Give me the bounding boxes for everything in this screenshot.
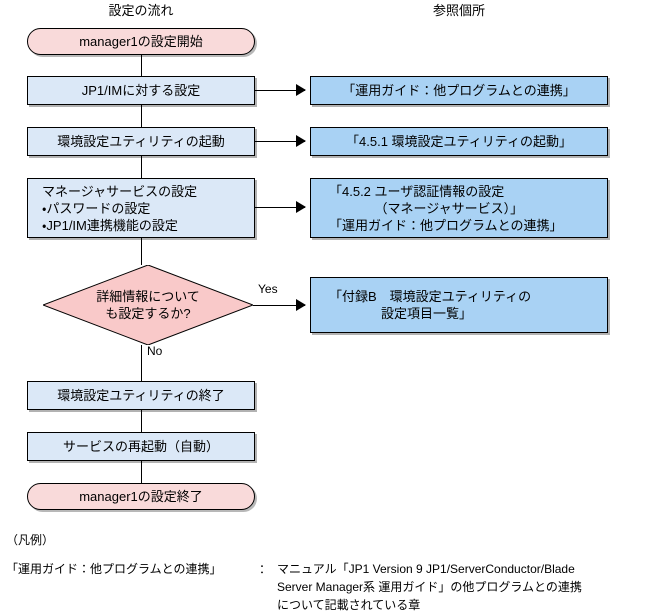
node-service-restart-label: サービスの再起動（自動） [62, 439, 219, 454]
node-manager-service[interactable]: マネージャサービスの設定 ・パスワードの設定 ・JP1/IM連携機能の設定 [27, 178, 255, 238]
legend-title: （凡例） [6, 533, 55, 547]
legend-description: マニュアル「JP1 Version 9 JP1/ServerConductor/… [277, 562, 582, 612]
column-heading-flow: 設定の流れ [108, 3, 174, 18]
branch-label-yes: Yes [258, 282, 278, 296]
ref-detail-link[interactable]: 「付録B 環境設定ユティリティの 設定項目一覧」 [310, 277, 608, 333]
node-start-label: manager1の設定開始 [79, 34, 203, 49]
arrowhead-manager-ref [296, 201, 306, 213]
arrowhead-util-ref [296, 135, 306, 147]
node-decision-detail[interactable]: 詳細情報について も設定するか? [43, 265, 253, 345]
node-utility-end[interactable]: 環境設定ユティリティの終了 [27, 381, 255, 410]
ref-jp1im-link-label: 「運用ガイド：他プログラムとの連携」 [342, 83, 576, 98]
node-utility-start-label: 環境設定ユティリティの起動 [57, 134, 225, 149]
arrowhead-jp1im-ref [296, 84, 306, 96]
connector-util-to-manager [141, 156, 142, 178]
ref-utility-start-link-label: 「4.5.1 環境設定ユティリティの起動」 [346, 134, 572, 149]
connector-decision-to-utilend [141, 345, 142, 381]
ref-jp1im-link[interactable]: 「運用ガイド：他プログラムとの連携」 [310, 76, 608, 105]
node-jp1im-setting[interactable]: JP1/IMに対する設定 [27, 76, 255, 105]
node-service-restart[interactable]: サービスの再起動（自動） [27, 432, 255, 461]
legend-term: 「運用ガイド：他プログラムとの連携」 [6, 562, 222, 576]
ref-manager-service-link[interactable]: 「4.5.2 ユーザ認証情報の設定 （マネージャサービス）」 「運用ガイド：他プ… [310, 178, 608, 238]
node-manager-service-label: マネージャサービスの設定 ・パスワードの設定 ・JP1/IM連携機能の設定 [42, 183, 198, 233]
arrowhead-decision-ref [296, 299, 306, 311]
connector-jp1im-to-util [141, 105, 142, 127]
node-utility-start[interactable]: 環境設定ユティリティの起動 [27, 127, 255, 156]
node-start[interactable]: manager1の設定開始 [27, 28, 255, 55]
ref-utility-start-link[interactable]: 「4.5.1 環境設定ユティリティの起動」 [310, 127, 608, 156]
connector-manager-to-decision [141, 238, 142, 265]
ref-manager-service-link-label: 「4.5.2 ユーザ認証情報の設定 （マネージャサービス）」 「運用ガイド：他プ… [329, 183, 563, 233]
branch-label-no: No [147, 344, 163, 358]
connector-util-to-ref [255, 141, 305, 142]
ref-detail-link-label: 「付録B 環境設定ユティリティの 設定項目一覧」 [329, 289, 532, 321]
node-utility-end-label: 環境設定ユティリティの終了 [57, 388, 225, 403]
node-end-label: manager1の設定終了 [79, 489, 203, 504]
connector-start-to-jp1im [141, 54, 142, 76]
connector-jp1im-to-ref [255, 90, 305, 91]
connector-restart-to-end [141, 461, 142, 483]
decision-diamond-shape [43, 265, 253, 345]
node-end[interactable]: manager1の設定終了 [27, 483, 255, 510]
connector-utilend-to-restart [141, 410, 142, 432]
column-heading-reference: 参照個所 [432, 3, 485, 18]
connector-manager-to-ref [255, 207, 305, 208]
connector-decision-yes-to-ref [253, 305, 305, 306]
node-jp1im-setting-label: JP1/IMに対する設定 [81, 83, 201, 98]
legend-separator: ： [259, 562, 272, 576]
